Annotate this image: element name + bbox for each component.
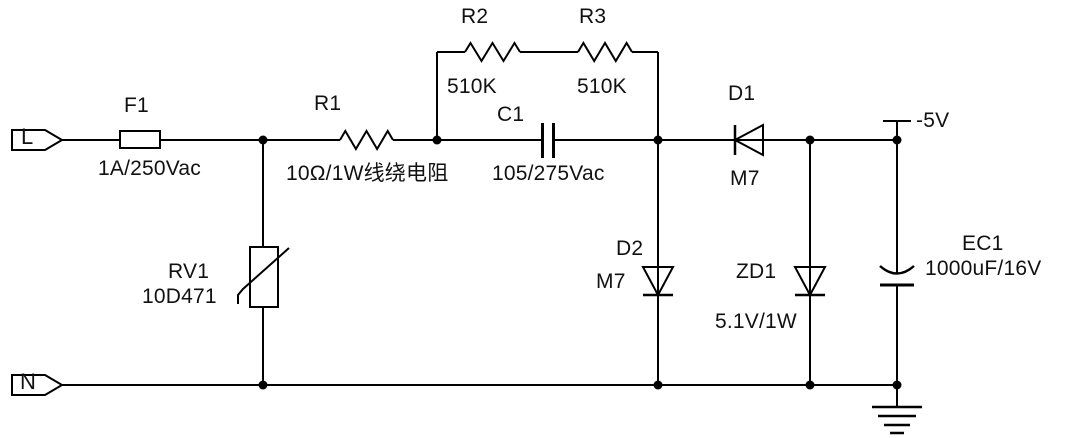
label-r2-ref: R2 (461, 5, 489, 28)
resistor-symbol-r1 (339, 129, 394, 151)
resistor-symbol-r3 (577, 41, 633, 63)
fuse-symbol-f1 (119, 130, 161, 149)
terminal-n-symbol (11, 374, 64, 396)
terminal-n-label: N (20, 369, 36, 394)
label-zd1-value: 5.1V/1W (715, 310, 797, 333)
label-r3-ref: R3 (579, 5, 607, 28)
zener-diode-symbol-zd1 (793, 266, 827, 298)
label-rv1-ref: RV1 (168, 260, 210, 283)
electrolytic-capacitor-symbol-ec1 (879, 265, 915, 287)
label-r1-value: 10Ω/1W线绕电阻 (286, 162, 449, 185)
label-d1-ref: D1 (728, 82, 756, 105)
varistor-symbol-rv1 (237, 246, 290, 308)
circuit-wires (62, 51, 911, 407)
resistor-symbol-r2 (464, 41, 521, 63)
label-ec1-ref: EC1 (962, 232, 1004, 255)
ground-symbol (872, 405, 922, 435)
terminal-l-symbol (11, 129, 64, 151)
label-d1-value: M7 (730, 167, 760, 190)
label-rv1-value: 10D471 (142, 285, 217, 308)
diode-symbol-d1 (732, 123, 764, 157)
label-f1-ref: F1 (124, 94, 149, 117)
label-minus5v-net: -5V (916, 109, 950, 132)
label-c1-ref: C1 (497, 103, 525, 126)
label-ec1-value: 1000uF/16V (925, 257, 1042, 280)
terminal-l-label: L (21, 124, 34, 149)
capacitor-symbol-c1 (541, 123, 555, 158)
label-zd1-ref: ZD1 (736, 260, 777, 283)
label-d2-ref: D2 (616, 237, 644, 260)
label-f1-value: 1A/250Vac (98, 157, 201, 180)
label-d2-value: M7 (596, 270, 626, 293)
label-c1-value: 105/275Vac (492, 162, 605, 185)
junction-dots (258, 135, 902, 390)
diode-symbol-d2 (641, 266, 675, 298)
label-r2-value: 510K (447, 75, 497, 98)
label-r3-value: 510K (577, 75, 627, 98)
label-r1-ref: R1 (314, 92, 342, 115)
